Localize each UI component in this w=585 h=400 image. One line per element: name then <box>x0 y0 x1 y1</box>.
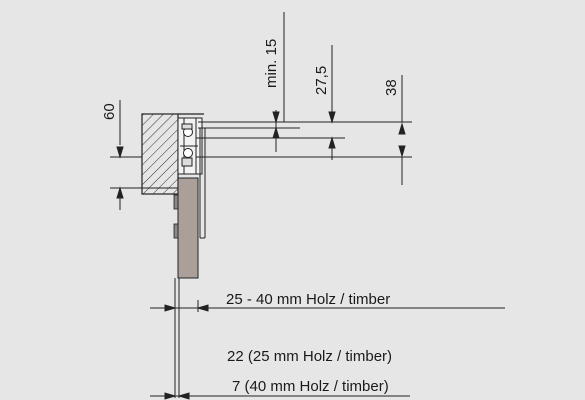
track-profile <box>177 117 203 175</box>
label-27-5: 27,5 <box>313 66 330 95</box>
label-min-15: min. 15 <box>263 39 280 88</box>
door-panel <box>173 177 199 398</box>
glass-fitting <box>198 121 286 239</box>
label-gap-40mm: 7 (40 mm Holz / timber) <box>232 378 389 395</box>
dimension-min-15 <box>270 12 300 152</box>
label-38: 38 <box>383 79 400 96</box>
label-panel-thickness: 25 - 40 mm Holz / timber <box>226 291 390 308</box>
label-gap-25mm: 22 (25 mm Holz / timber) <box>227 348 392 365</box>
dimension-panel-thickness <box>150 300 505 312</box>
dimension-60 <box>110 100 178 210</box>
label-60: 60 <box>101 103 118 120</box>
dimension-38 <box>196 75 412 185</box>
dimension-27-5 <box>196 45 345 160</box>
ceiling-block <box>141 113 204 195</box>
dimension-bottom-gap <box>150 392 410 400</box>
